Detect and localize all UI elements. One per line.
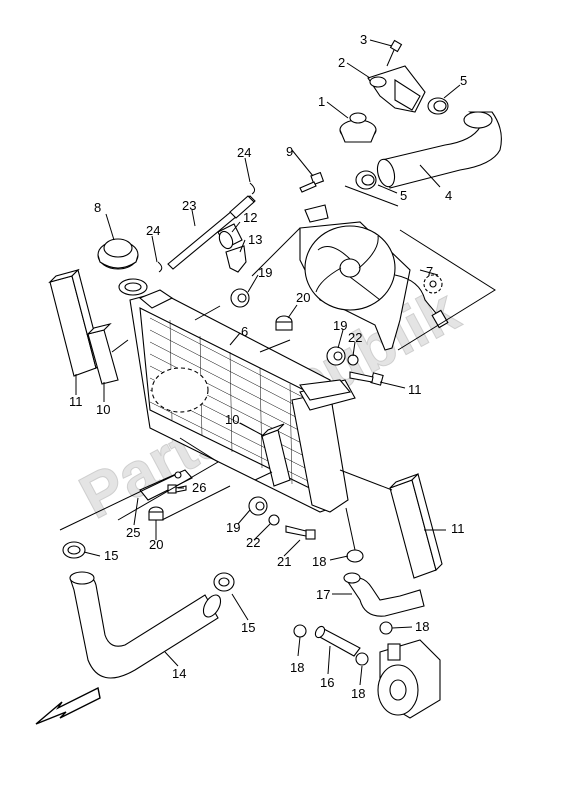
hose-14 xyxy=(69,571,222,679)
callout-2: 2 xyxy=(338,55,345,70)
clamp-15-left xyxy=(62,541,86,559)
callout-10-right: 10 xyxy=(225,412,239,427)
bolt-21 xyxy=(285,525,316,540)
clamp-18-upper xyxy=(346,549,364,563)
callout-24-upper: 24 xyxy=(237,145,251,160)
washer-22-a xyxy=(347,354,359,366)
callout-7: 7 xyxy=(426,264,433,279)
callout-19-c: 19 xyxy=(226,520,240,535)
fan-assembly xyxy=(299,204,411,351)
callout-22-b: 22 xyxy=(246,535,260,550)
callout-26: 26 xyxy=(192,480,206,495)
callout-12: 12 xyxy=(243,210,257,225)
side-panel-11-right xyxy=(389,472,443,579)
bolt-9 xyxy=(299,171,325,193)
callout-labels: 1 2 3 4 5 5 6 7 8 9 10 10 11 11 11 12 13… xyxy=(69,32,467,701)
callout-3: 3 xyxy=(360,32,367,47)
rod-23 xyxy=(167,195,256,270)
grommet-19-c xyxy=(248,496,268,516)
side-panel-10-left xyxy=(86,322,119,385)
callout-15-left: 15 xyxy=(104,548,118,563)
collar-20-a xyxy=(275,315,293,331)
collar-12 xyxy=(217,223,243,250)
reference-lines xyxy=(59,185,496,551)
hose-clamp-5-lower xyxy=(355,170,377,190)
gear-icon xyxy=(423,274,443,294)
callout-1: 1 xyxy=(318,94,325,109)
hose-4 xyxy=(376,111,502,189)
callout-20-b: 20 xyxy=(149,537,163,552)
callout-24-lower: 24 xyxy=(146,223,160,238)
radiator-top-filler xyxy=(138,289,174,309)
callout-8: 8 xyxy=(94,200,101,215)
callout-23: 23 xyxy=(182,198,196,213)
callout-17: 17 xyxy=(316,587,330,602)
grommet-19-a xyxy=(230,288,250,308)
hose-17 xyxy=(343,572,425,617)
washer-22-b xyxy=(268,514,280,526)
callout-20-a: 20 xyxy=(296,290,310,305)
bracket-25 xyxy=(139,469,193,501)
thermostat-housing xyxy=(367,65,426,113)
leader-lines xyxy=(75,39,461,686)
callout-11-left: 11 xyxy=(69,394,83,409)
callout-25: 25 xyxy=(126,525,140,540)
direction-arrow-icon xyxy=(35,686,101,725)
callout-22-a: 22 xyxy=(348,330,362,345)
bracket-13 xyxy=(225,245,247,273)
pin-24-upper xyxy=(249,182,256,195)
callout-4: 4 xyxy=(445,188,452,203)
callout-5-lower: 5 xyxy=(400,188,407,203)
callout-18-left: 18 xyxy=(290,660,304,675)
callout-18-upper: 18 xyxy=(312,554,326,569)
side-panel-10-right xyxy=(261,423,291,487)
callout-11-right-bolt: 11 xyxy=(408,382,422,397)
outlet-pipe xyxy=(299,379,352,401)
clamp-15-right xyxy=(213,572,235,592)
callout-18-lower: 18 xyxy=(351,686,365,701)
callout-14: 14 xyxy=(172,666,186,681)
clamp-18-right xyxy=(379,621,393,635)
callout-19-a: 19 xyxy=(258,265,272,280)
callout-6: 6 xyxy=(241,324,248,339)
callout-9: 9 xyxy=(286,144,293,159)
side-panel-11-left xyxy=(48,268,103,377)
callout-13: 13 xyxy=(248,232,262,247)
callout-18-right: 18 xyxy=(415,619,429,634)
radiator-cap xyxy=(97,238,139,270)
callout-5-upper: 5 xyxy=(460,73,467,88)
callout-11-right-panel: 11 xyxy=(451,521,465,536)
callout-15-right: 15 xyxy=(241,620,255,635)
callout-10-left: 10 xyxy=(96,402,110,417)
filler-neck xyxy=(118,278,148,296)
clamp-18-lower xyxy=(355,652,369,666)
callout-21: 21 xyxy=(277,554,291,569)
hose-clamp-5-upper xyxy=(427,97,449,115)
callout-16: 16 xyxy=(320,675,334,690)
thermostat xyxy=(339,112,377,143)
clamp-18-left xyxy=(293,624,307,638)
grommet-19-b xyxy=(326,346,346,366)
oil-cooler xyxy=(377,639,441,719)
fan-motor-wire xyxy=(394,274,449,329)
bolt-3 xyxy=(386,39,403,67)
callout-19-b: 19 xyxy=(333,318,347,333)
collar-20-b xyxy=(148,506,164,521)
pipe-16 xyxy=(314,625,361,657)
pin-24-lower xyxy=(157,261,163,273)
